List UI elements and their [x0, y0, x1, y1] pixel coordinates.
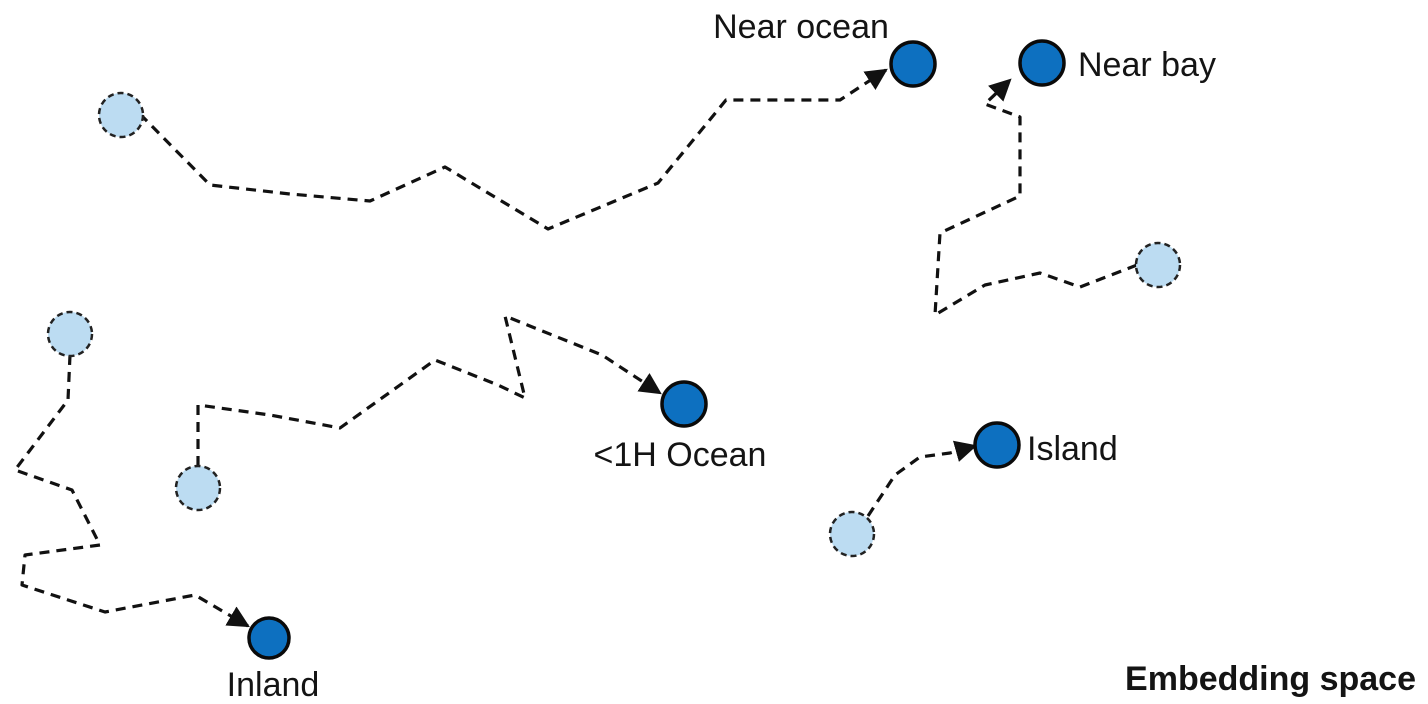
- label-near-ocean: Near ocean: [713, 8, 889, 46]
- trajectory-inland: Inland: [13, 310, 320, 704]
- start-point-inland: [46, 310, 94, 358]
- end-point-near-ocean: [889, 40, 937, 88]
- trajectory-near-bay: Near bay: [933, 39, 1216, 317]
- end-point-lt1h-ocean: [660, 380, 708, 428]
- trajectory-path-near-ocean: [138, 68, 888, 231]
- start-point-near-ocean: [97, 91, 145, 139]
- end-point-near-bay: [1018, 39, 1066, 87]
- label-island: Island: [1027, 430, 1118, 468]
- trajectory-path-island: [866, 440, 978, 517]
- start-point-lt1h-ocean: [174, 464, 222, 512]
- start-point-near-bay: [1134, 241, 1182, 289]
- trajectory-near-ocean: Near ocean: [97, 8, 937, 231]
- trajectory-path-lt1h-ocean: [196, 314, 662, 466]
- label-lt1h-ocean: <1H Ocean: [594, 436, 767, 474]
- diagram-caption: Embedding space: [1125, 660, 1416, 698]
- trajectory-path-near-bay: [933, 78, 1138, 317]
- start-point-island: [828, 510, 876, 558]
- trajectory-lt1h-ocean: <1H Ocean: [174, 314, 767, 512]
- trajectory-island: Island: [828, 421, 1118, 558]
- end-point-island: [973, 421, 1021, 469]
- end-point-inland: [247, 616, 291, 660]
- label-near-bay: Near bay: [1078, 46, 1216, 84]
- trajectory-path-inland: [13, 354, 250, 628]
- label-inland: Inland: [227, 666, 320, 704]
